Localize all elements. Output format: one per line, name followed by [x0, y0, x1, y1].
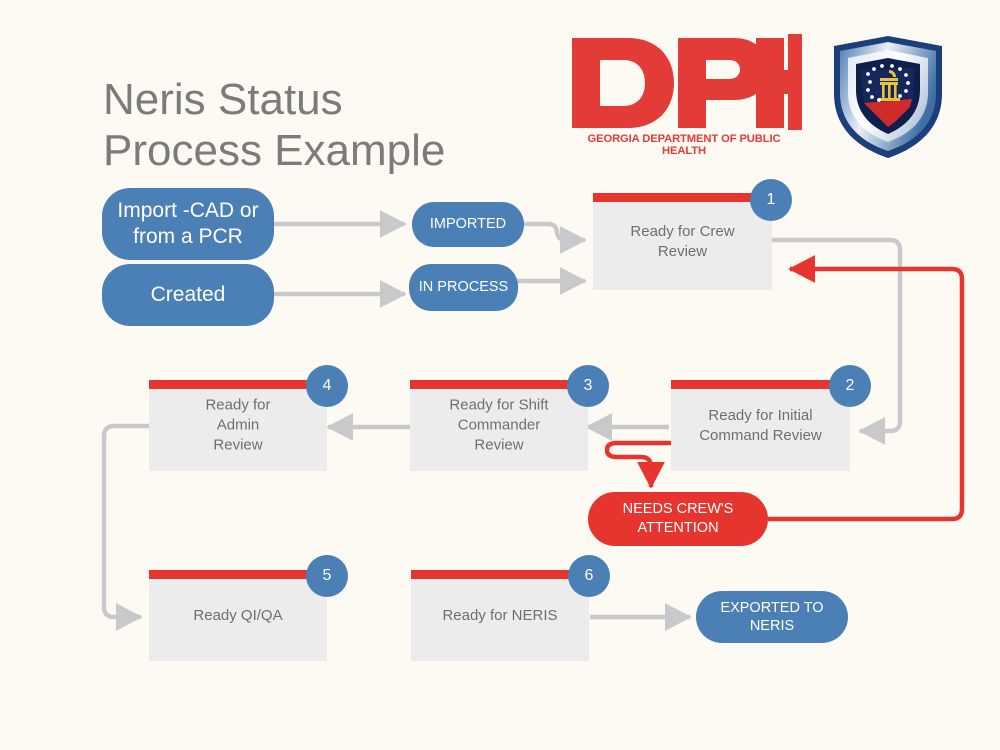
card-6-badge-number: 6: [584, 567, 594, 584]
card-4-badge: 4: [306, 365, 348, 407]
dph-tagline: GEORGIA DEPARTMENT OF PUBLIC HEALTH: [587, 133, 781, 157]
connector-imported-to-card1: [524, 221, 587, 254]
status-pill-imported-label: IMPORTED: [429, 216, 507, 233]
card-2-badge-number: 2: [845, 377, 855, 394]
card-2-badge: 2: [829, 365, 871, 407]
card-6-badge: 6: [568, 555, 610, 597]
card-6-label: Ready for NERIS: [442, 606, 558, 624]
card-ready-for-shift-commander-review[interactable]: Ready for Shift Commander Review: [410, 380, 588, 471]
status-pill-in-process-label: IN PROCESS: [418, 279, 509, 296]
card-6-top-bar: [411, 570, 589, 579]
card-1-badge-number: 1: [766, 191, 776, 208]
status-pill-exported-to-neris-label: EXPORTED TO NERIS: [720, 599, 824, 634]
card-3-label: Ready for Shift Commander Review: [449, 396, 549, 454]
connector-card2-to-alert: [604, 440, 671, 489]
card-1-label: Ready for Crew Review: [630, 222, 735, 260]
georgia-state-shield-badge-icon: [834, 36, 942, 158]
card-1-badge: 1: [750, 179, 792, 221]
status-pill-in-process[interactable]: IN PROCESS: [409, 264, 518, 311]
dph-wordmark-icon: [572, 34, 802, 130]
card-ready-for-initial-command-review[interactable]: Ready for Initial Command Review: [671, 380, 850, 471]
card-5-badge-number: 5: [322, 567, 332, 584]
card-3-badge: 3: [567, 365, 609, 407]
alert-pill-label: NEEDS CREW'S ATTENTION: [622, 501, 734, 536]
alert-pill-needs-crews-attention[interactable]: NEEDS CREW'S ATTENTION: [588, 492, 768, 546]
card-2-label: Ready for Initial Command Review: [699, 406, 822, 444]
page-title: Neris Status Process Example: [103, 75, 446, 176]
node-created-label: Created: [150, 282, 226, 306]
status-pill-imported[interactable]: IMPORTED: [412, 202, 524, 247]
node-import-cad[interactable]: Import -CAD or from a PCR: [102, 188, 274, 260]
card-1-top-bar: [593, 193, 772, 202]
dph-logo: GEORGIA DEPARTMENT OF PUBLIC HEALTH: [566, 30, 802, 162]
card-ready-for-admin-review[interactable]: Ready for Admin Review: [149, 380, 327, 471]
card-5-badge: 5: [306, 555, 348, 597]
card-3-badge-number: 3: [583, 377, 593, 394]
card-ready-qi-qa[interactable]: Ready QI/QA: [149, 570, 327, 661]
card-4-top-bar: [149, 380, 327, 389]
card-4-label: Ready for Admin Review: [205, 396, 271, 454]
node-created[interactable]: Created: [102, 264, 274, 326]
card-5-label: Ready QI/QA: [193, 606, 283, 624]
card-2-top-bar: [671, 380, 850, 389]
card-4-badge-number: 4: [322, 377, 332, 394]
status-pill-exported-to-neris[interactable]: EXPORTED TO NERIS: [696, 591, 848, 643]
card-ready-for-crew-review[interactable]: Ready for Crew Review: [593, 193, 772, 290]
connector-card4-to-card5: [101, 423, 149, 631]
card-3-top-bar: [410, 380, 588, 389]
card-ready-for-neris[interactable]: Ready for NERIS: [411, 570, 589, 661]
node-import-cad-label: Import -CAD or from a PCR: [117, 198, 259, 248]
card-5-top-bar: [149, 570, 327, 579]
